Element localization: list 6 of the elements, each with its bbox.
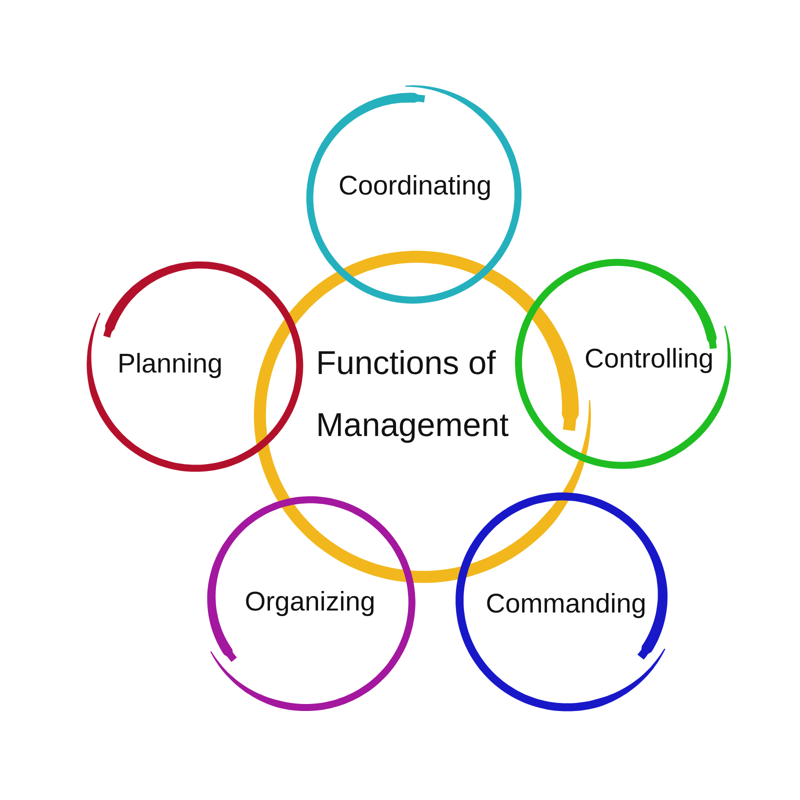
node-label: Controlling bbox=[584, 343, 714, 375]
node-label: Planning bbox=[117, 348, 223, 380]
node-label: Coordinating bbox=[338, 170, 492, 202]
node-label: Functions of Management bbox=[316, 343, 510, 445]
node-label: Commanding bbox=[486, 588, 646, 620]
node-label: Organizing bbox=[244, 586, 376, 618]
